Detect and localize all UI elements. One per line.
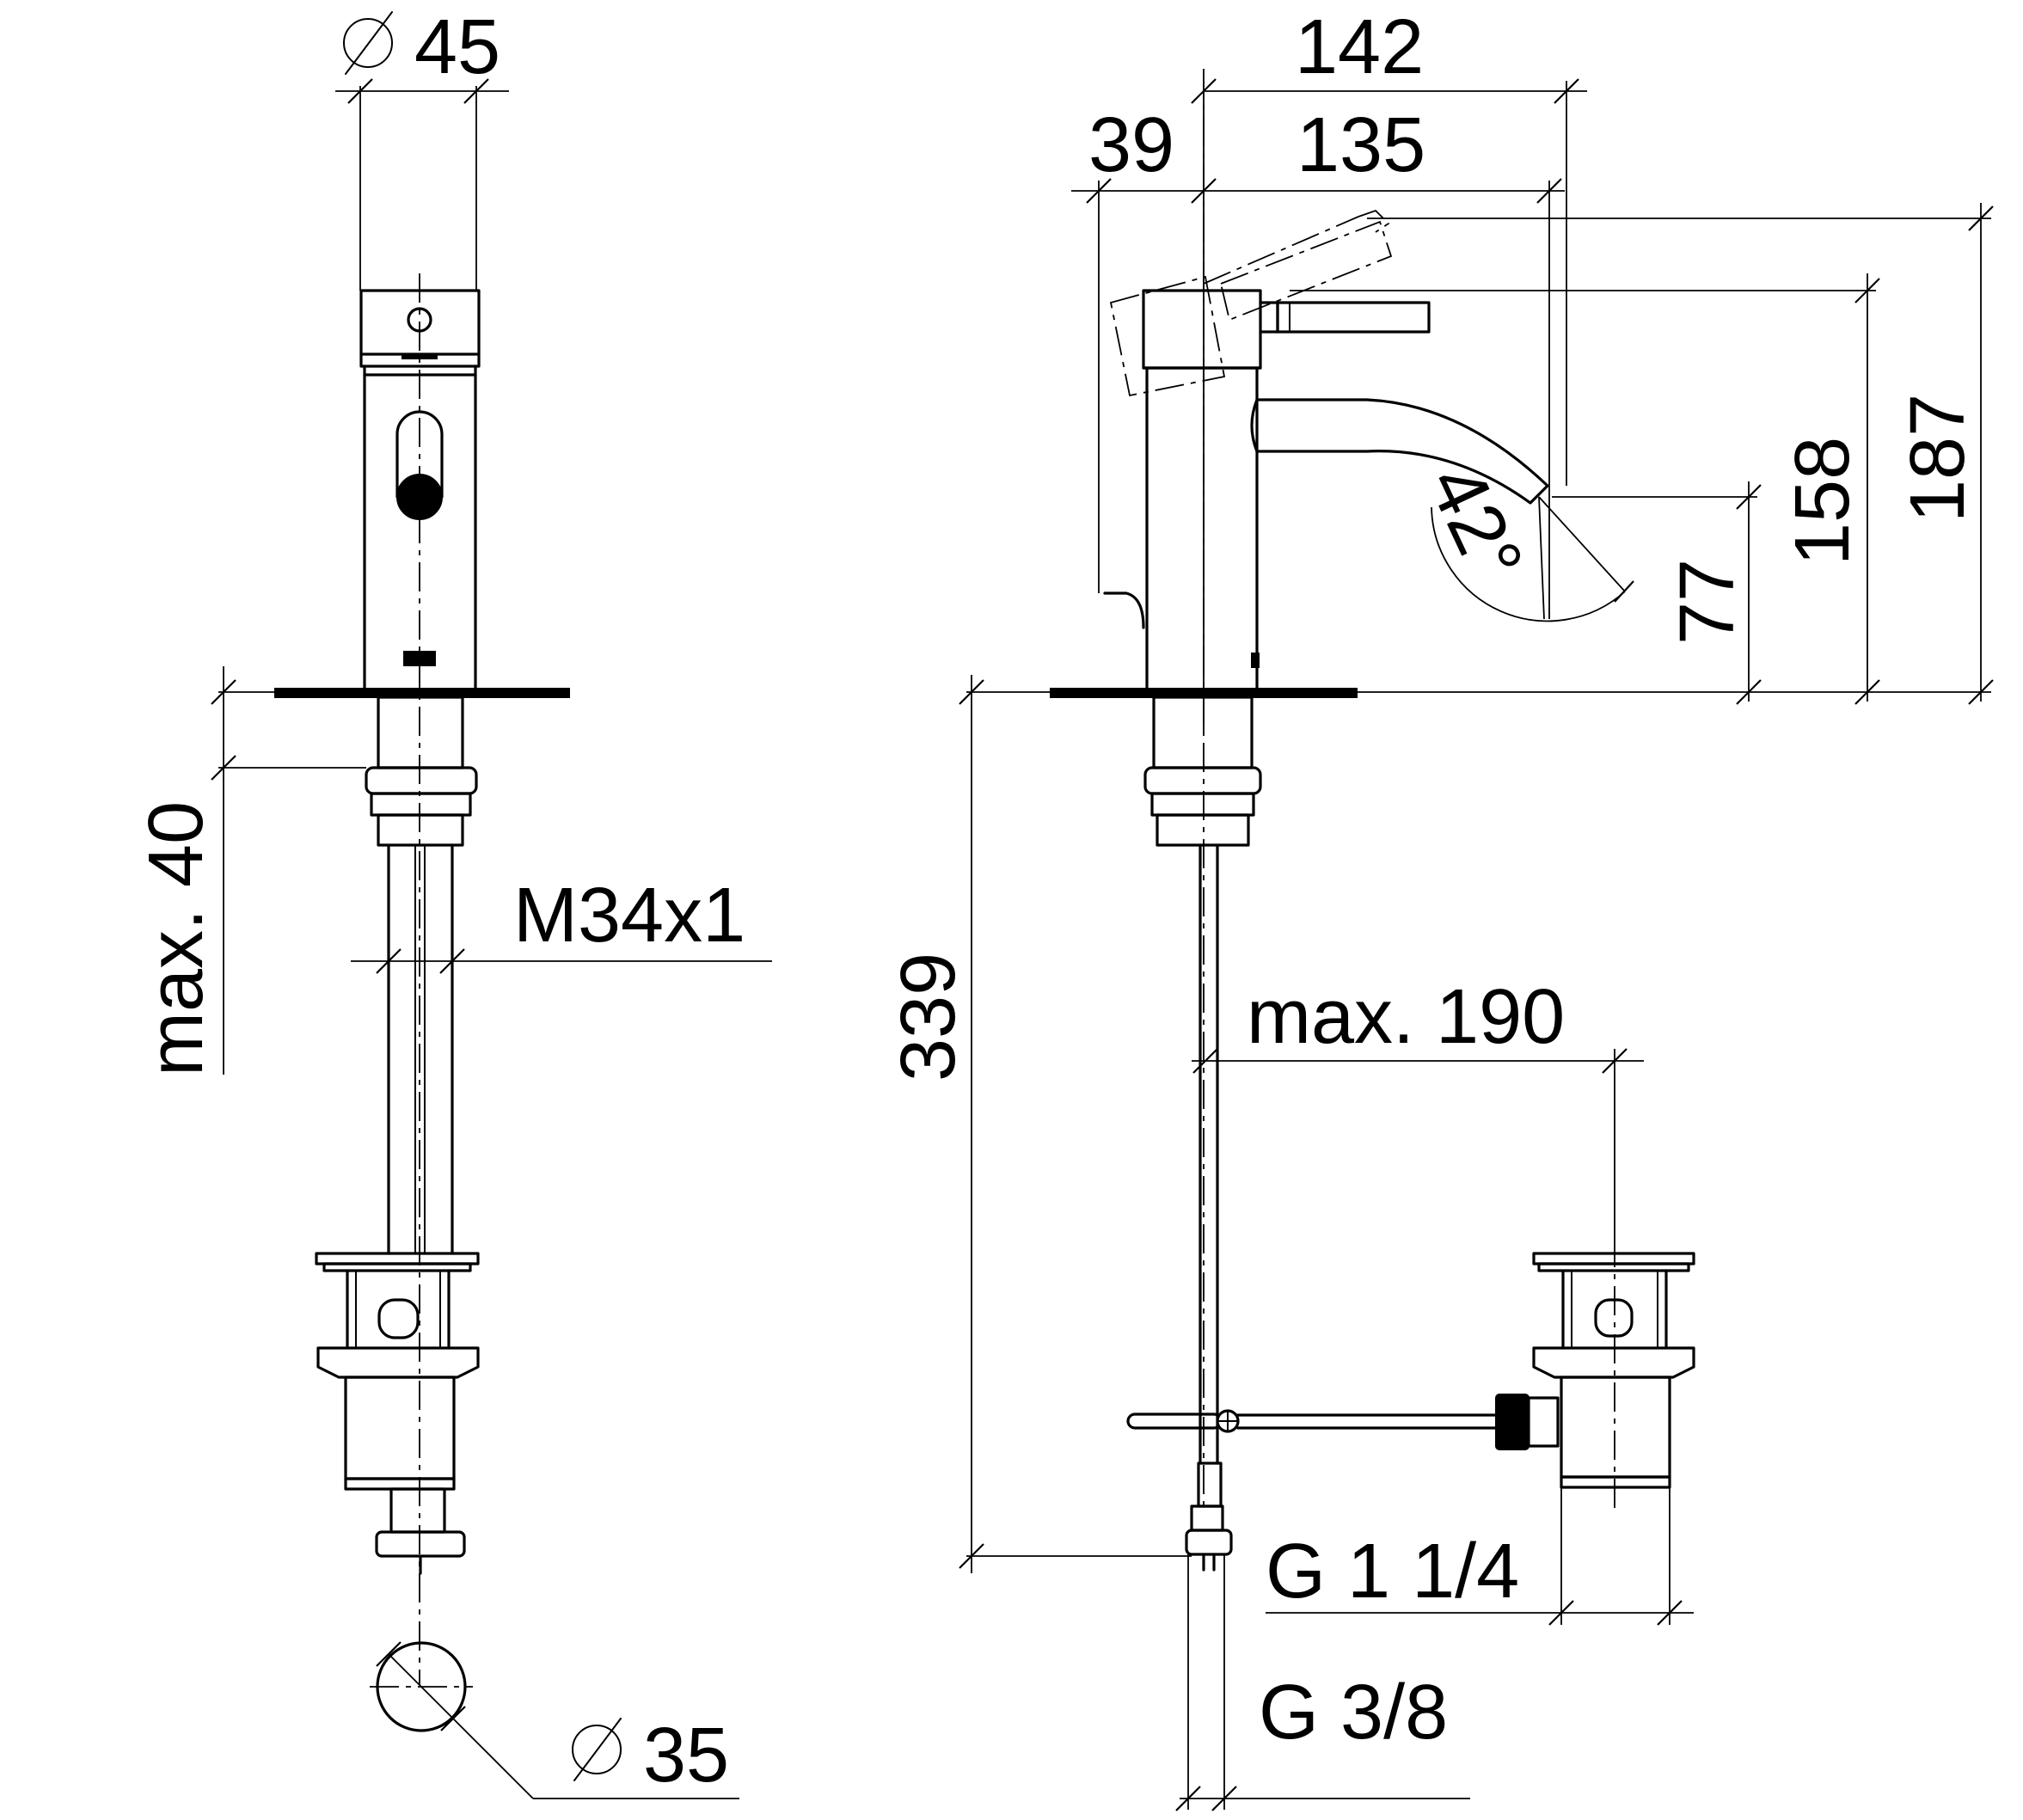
dimension-waste-thread: G 1 1/4 — [1266, 1487, 1694, 1626]
hole-diameter-label: 35 — [643, 1713, 729, 1799]
dimension-thread: M34x1 — [351, 860, 772, 974]
dimension-waste-offset: max. 190 — [1192, 974, 1644, 1238]
body-height-label: 158 — [1780, 437, 1866, 566]
mount-depth-label: max. 40 — [133, 801, 219, 1076]
diameter-symbol-icon — [343, 18, 393, 68]
dimension-mount-depth: max. 40 — [133, 666, 378, 1076]
top-diameter-label: 45 — [414, 4, 500, 90]
overall-width-label: 142 — [1295, 4, 1424, 90]
popup-rod — [1126, 1394, 1560, 1450]
waste-offset-label: max. 190 — [1247, 974, 1565, 1060]
front-waste-assembly — [315, 1252, 480, 1575]
dimension-top-diameter: 45 — [335, 4, 509, 291]
waste-thread-label: G 1 1/4 — [1266, 1529, 1519, 1615]
below-deck-label: 339 — [886, 953, 972, 1082]
lever-swept-outline — [1109, 209, 1393, 397]
total-height-label: 187 — [1895, 394, 1981, 523]
faucet-front-body — [359, 289, 481, 689]
dimension-below-deck: 339 — [886, 675, 1192, 1573]
dimension-heights: 77 158 187 — [1290, 203, 1994, 705]
thread-label: M34x1 — [513, 873, 745, 959]
lever-offset-label: 39 — [1088, 102, 1174, 188]
front-shank — [365, 696, 478, 1255]
dimension-spout-reach: 39 135 — [1071, 102, 1565, 619]
side-waste-assembly — [1532, 1252, 1695, 1489]
side-view: 142 39 135 — [886, 4, 1994, 1811]
spout-height-label: 77 — [1664, 559, 1750, 645]
dimension-hole-diameter: 35 — [370, 1641, 739, 1799]
spout-angle-label: 42° — [1412, 452, 1539, 595]
faucet-side-body — [1103, 289, 1549, 689]
dimension-supply-thread: G 3/8 — [1175, 1554, 1470, 1811]
diameter-symbol-icon — [572, 1725, 622, 1774]
spout-angle: 42° — [1412, 452, 1634, 622]
front-view: 45 — [133, 4, 772, 1799]
supply-thread-label: G 3/8 — [1259, 1670, 1448, 1756]
spout-reach-label: 135 — [1297, 102, 1425, 188]
side-shank — [1143, 696, 1262, 1572]
